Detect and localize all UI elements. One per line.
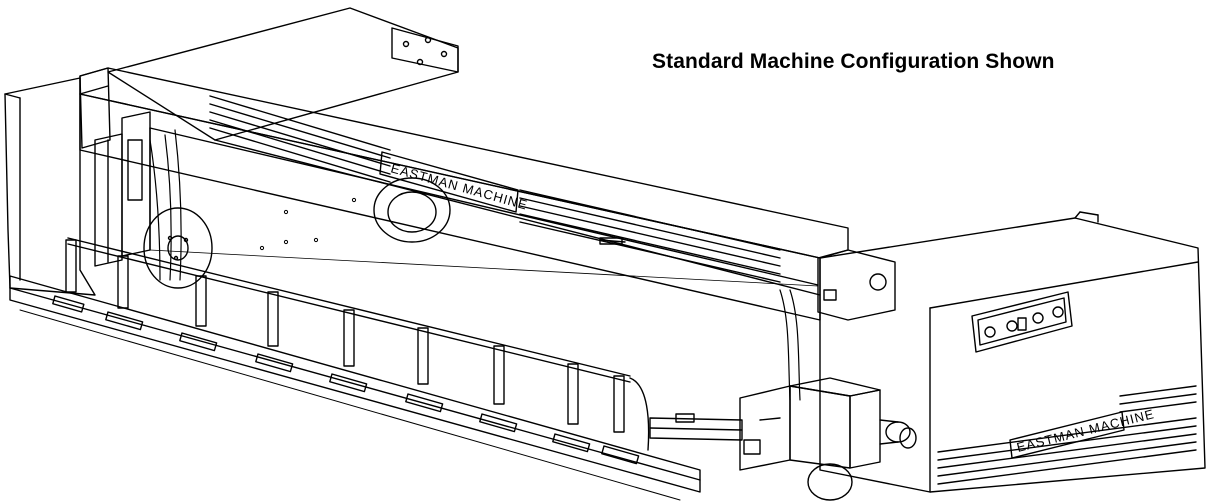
cabinet-vents [937,385,1197,485]
cable-chain-left [149,129,182,281]
gantry-end-right [817,249,896,321]
configuration-caption: Standard Machine Configuration Shown [652,50,1055,73]
cutting-head [649,377,917,501]
drive-wheel-left [143,207,213,289]
rear-panel [107,7,459,141]
cutting-head-knob [879,419,917,449]
gantry-label: EASTMAN MACHINE [389,160,529,212]
base-label: EASTMAN MACHINE [1015,406,1156,455]
cable-chain-right [779,289,801,401]
right-cabinet: EASTMAN MACHINE [819,211,1206,493]
frame-rivets [259,197,357,251]
control-panel [971,291,1073,353]
cutting-bed [9,275,701,501]
gantry-nameplate: EASTMAN MACHINE [379,151,529,213]
table-body [149,127,821,296]
support-posts [65,237,650,451]
gantry-vents [209,95,781,283]
drive-wheel-center [373,177,451,243]
